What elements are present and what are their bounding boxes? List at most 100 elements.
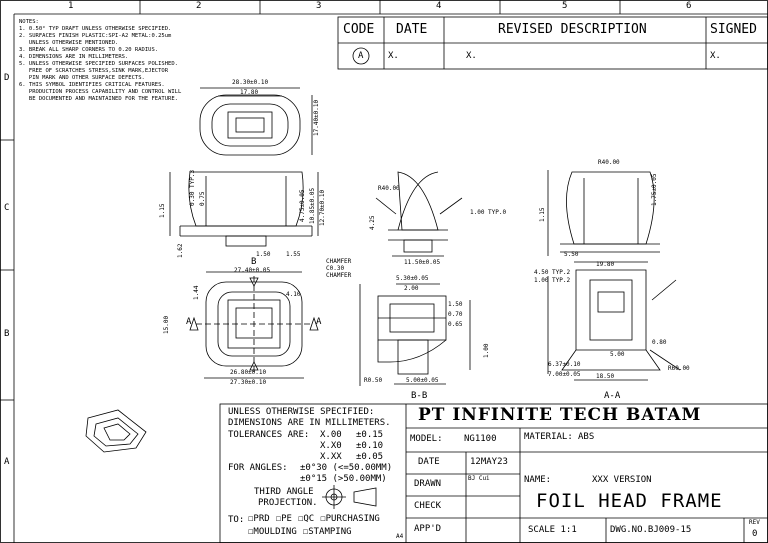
rev-header-signed: SIGNED: [710, 22, 757, 37]
note-line: 3. BREAK ALL SHARP CORNERS TO 0.20 RADIU…: [19, 47, 159, 53]
tb-version: XXX VERSION: [592, 475, 652, 485]
notes-block: NOTES: 1. 0.50° TYP DRAFT UNLESS OTHERWI…: [19, 19, 181, 103]
tb-name-label: NAME:: [524, 475, 552, 485]
rev-description-value: X.: [466, 51, 477, 61]
dim-label: 19.80: [596, 261, 615, 268]
dim-label: 1.44: [193, 285, 200, 300]
checkbox-stamping[interactable]: ☐STAMPING: [302, 527, 352, 537]
checkbox-label: PRD: [253, 514, 270, 524]
tb-material-value: ABS: [578, 432, 595, 442]
dim-label: 18.50: [596, 373, 615, 380]
checkbox-purchasing[interactable]: ☐PURCHASING: [320, 514, 380, 524]
isometric-view: [85, 409, 147, 453]
note-line: UNLESS OTHERWISE MENTIONED.: [19, 40, 119, 46]
rev-code-value: A: [358, 51, 364, 61]
tb-tol-2: X.X0: [320, 441, 342, 451]
company-name: PT INFINITE TECH BATAM: [418, 405, 702, 425]
zone-row-a: A: [4, 457, 10, 467]
checkbox-label: STAMPING: [308, 527, 352, 537]
dim-label: 1.62: [177, 243, 184, 258]
note-line: 1. 0.50° TYP DRAFT UNLESS OTHERWISE SPEC…: [19, 26, 172, 32]
front-view: [169, 171, 319, 247]
tb-rev-value: 0: [752, 529, 758, 539]
dim-label: CHAMFER C0.30 CHAMFER: [326, 258, 352, 279]
tb-tol-label: TOLERANCES ARE:: [228, 430, 310, 440]
dim-label: R60.00: [668, 365, 690, 372]
dim-label: 26.80±0.10: [230, 369, 267, 376]
tb-dwg-no: DWG.NO.BJ009-15: [610, 525, 692, 535]
dim-label: 1.50: [448, 301, 463, 308]
checkbox-label: QC: [303, 514, 315, 524]
tb-angle-2: ±0°15 (>50.00MM): [300, 474, 387, 484]
checkbox-label: PURCHASING: [325, 514, 380, 524]
dim-label: R0.50: [364, 377, 383, 384]
dim-label: 1.00 TYP.0: [470, 209, 507, 216]
tb-appd-label: APP'D: [414, 524, 442, 534]
checkbox-label: PE: [281, 514, 292, 524]
tb-check-label: CHECK: [414, 501, 442, 511]
rev-header-code: CODE: [343, 22, 375, 37]
dim-label: 5.30±0.05: [396, 275, 429, 282]
tb-projection: PROJECTION.: [258, 498, 318, 508]
tb-tol-2-value: ±0.10: [356, 441, 384, 451]
dim-label: 1.55: [286, 251, 301, 258]
dim-label: 2.00: [404, 285, 419, 292]
section-marker-b: B: [251, 257, 257, 267]
section-title-aa: A-A: [604, 391, 621, 401]
dim-label: 5.00±0.05: [406, 377, 439, 384]
tb-distribution-row-2: ☐MOULDING ☐STAMPING: [248, 528, 352, 537]
dim-label: 1.00 TYP.2: [534, 277, 571, 284]
dim-label: 0.80: [652, 339, 667, 346]
rev-header-description: REVISED DESCRIPTION: [498, 22, 647, 37]
side-view: [375, 171, 463, 257]
tb-dims-in: DIMENSIONS ARE IN MILLIMETERS.: [228, 418, 391, 428]
checkbox-moulding[interactable]: ☐MOULDING: [248, 527, 297, 537]
dim-label: R40.00: [598, 159, 620, 166]
zone-col-4: 4: [436, 1, 442, 11]
dim-label: 0.70: [448, 311, 463, 318]
tb-model-value: NG1100: [464, 434, 497, 444]
zone-col-1: 1: [68, 1, 74, 11]
dim-label: 1.00: [483, 343, 490, 358]
checkbox-pe[interactable]: ☐PE: [275, 514, 292, 524]
tb-tol-1: X.00: [320, 430, 342, 440]
dim-label: 1.15: [159, 203, 166, 218]
zone-row-c: C: [4, 203, 10, 213]
checkbox-prd[interactable]: ☐PRD: [248, 514, 270, 524]
tb-rev-label: REV: [749, 519, 760, 526]
dim-label: 1.75±0.05: [651, 173, 658, 206]
tb-drawn-label: DRAWN: [414, 479, 442, 489]
dim-label: 5.50: [564, 251, 579, 258]
dim-label: R40.00: [378, 185, 400, 192]
dim-label: 4.50 TYP.2: [534, 269, 571, 276]
dim-label: 4.75±0.05: [299, 189, 306, 222]
tb-unless: UNLESS OTHERWISE SPECIFIED:: [228, 407, 375, 417]
rev-header-date: DATE: [396, 22, 428, 37]
top-view: [199, 87, 313, 156]
dim-label: 27.30±0.10: [230, 379, 267, 386]
dim-label: 17.40±0.10: [313, 99, 320, 136]
dim-label: 5.00: [610, 351, 625, 358]
zone-col-6: 6: [686, 1, 692, 11]
bottom-view: [189, 271, 319, 379]
note-line: 5. UNLESS OTHERWISE SPECIFIED SURFACES P…: [19, 61, 178, 67]
note-line: 6. THIS SYMBOL IDENTIFIES CRITICAL FEATU…: [19, 82, 165, 88]
tb-tol-3-value: ±0.05: [356, 452, 384, 462]
dim-label: 12.70±0.10: [319, 189, 326, 226]
part-name: FOIL HEAD FRAME: [536, 490, 723, 512]
zone-col-2: 2: [196, 1, 202, 11]
dim-label: 6.37±0.10: [548, 361, 581, 368]
section-bb: [359, 283, 471, 386]
tb-angles-label: FOR ANGLES:: [228, 463, 288, 473]
checkbox-qc[interactable]: ☐QC: [297, 514, 315, 524]
dim-label: 27.40±0.05: [234, 267, 271, 274]
checkbox-label: MOULDING: [253, 527, 297, 537]
section-aa: [547, 170, 681, 381]
dim-label: 4.25: [369, 215, 376, 230]
dim-label: 10.85±0.05: [309, 187, 316, 224]
note-line: PRODUCTION PROCESS CAPABILITY AND CONTRO…: [19, 89, 182, 95]
dim-label: 7.00±0.05: [548, 371, 581, 378]
section-title-bb: B-B: [411, 391, 428, 401]
notes-title: NOTES:: [19, 19, 39, 25]
